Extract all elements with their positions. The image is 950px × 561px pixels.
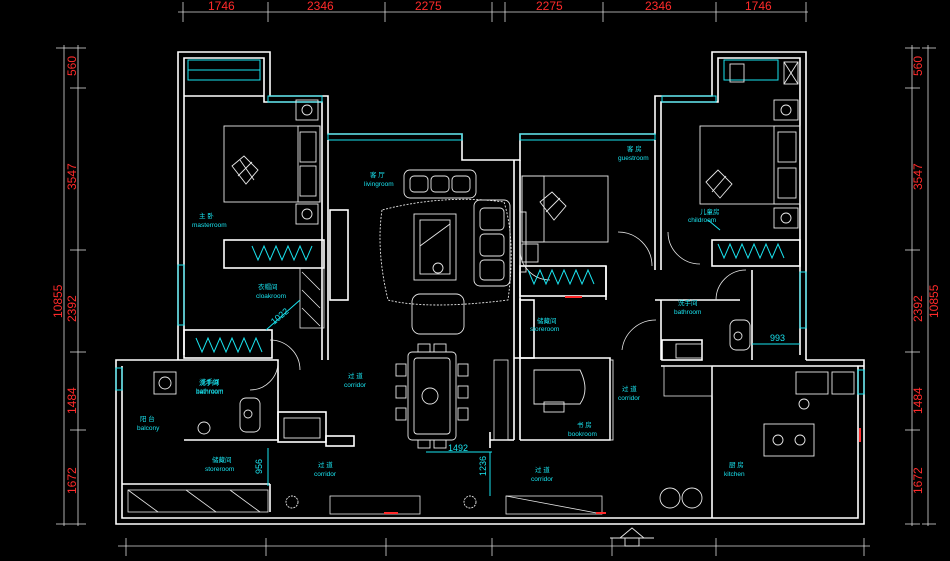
- dim-inner-bath-r: 993: [770, 333, 785, 343]
- dim-top-2: 2346: [307, 0, 334, 13]
- dining-table: [395, 343, 469, 449]
- right-dimension-chain: 560 3547 2392 10855 1484 1672: [905, 45, 941, 526]
- room-label-en-store-l: storeroom: [205, 466, 234, 473]
- dim-right-1: 560: [911, 56, 925, 76]
- room-label-cn-store-l: 储藏间: [212, 455, 232, 464]
- room-label-cn-balcony: 阳 台: [140, 414, 155, 423]
- room-label-cn-corridor-4: 过 道: [535, 465, 550, 474]
- room-label-cn-corridor-3: 过 道: [318, 460, 333, 469]
- dim-top-3: 2275: [415, 0, 442, 13]
- dim-left-4: 1484: [65, 387, 79, 414]
- dim-top-1: 1746: [208, 0, 235, 13]
- master-bed: [223, 99, 321, 225]
- room-label-en-store-r: storeroom: [530, 326, 559, 333]
- study-furniture: [493, 359, 614, 441]
- room-label-cn-bath-l: 洗手间: [199, 378, 219, 387]
- dim-right-total: 10855: [927, 284, 941, 318]
- interior-walls: [122, 95, 864, 518]
- bottom-ticks: [118, 538, 870, 556]
- dim-left-total: 10855: [51, 284, 65, 318]
- guest-bed: [521, 175, 609, 263]
- dim-top-4: 2275: [536, 0, 563, 13]
- room-label-en-master: masterroom: [192, 222, 227, 229]
- room-label-cn-store-r: 储藏间: [537, 316, 557, 325]
- room-label-en-balcony: balcony: [137, 425, 160, 432]
- room-label-cn-cloak: 衣帽间: [258, 282, 278, 291]
- bathroom-fixtures: [153, 319, 751, 439]
- room-labels: 主 卧 masterroom 客 厅 livingroom 客 房 guestr…: [137, 144, 745, 483]
- room-label-cn-kitchen: 厨 房: [729, 460, 744, 469]
- kitchen-furniture: [659, 371, 855, 509]
- inner-dimension-lines: [265, 219, 800, 496]
- dim-right-3: 2392: [911, 295, 925, 322]
- room-label-en-child: childroom: [688, 217, 716, 224]
- dim-top-6: 1746: [745, 0, 772, 13]
- room-label-en-corridor-2: corridor: [618, 395, 641, 402]
- room-label-cn-master: 主 卧: [199, 211, 214, 220]
- wardrobes: [195, 242, 785, 354]
- room-label-en-book: bookroom: [568, 431, 597, 438]
- room-label-en-corridor-4: corridor: [531, 476, 554, 483]
- room-label-cn-bath-3: 洗手间: [200, 377, 220, 386]
- room-label-en-bath-3: bathroom: [196, 388, 223, 395]
- room-label-cn-book: 书 房: [577, 420, 592, 429]
- bottom-cabinets: [127, 489, 603, 515]
- room-label-en-bath-r: bathroom: [674, 309, 701, 316]
- dim-left-3: 2392: [65, 295, 79, 322]
- dim-right-4: 1484: [911, 387, 925, 414]
- dim-left-5: 1672: [65, 467, 79, 494]
- room-label-cn-guest: 客 房: [627, 144, 642, 153]
- dim-inner-dining: 1492: [448, 443, 468, 453]
- red-markers: [384, 296, 861, 514]
- child-bed: [699, 61, 801, 229]
- dim-top-5: 2346: [645, 0, 672, 13]
- room-label-cn-bath-r: 洗手间: [678, 298, 698, 307]
- room-label-en-living: livingroom: [364, 181, 394, 188]
- room-label-cn-corridor-2: 过 道: [622, 384, 637, 393]
- left-dimension-chain: 560 3547 10855 2392 1484 1672: [51, 45, 86, 526]
- dim-right-5: 1672: [911, 467, 925, 494]
- entry-arrow-icon: [610, 527, 654, 547]
- room-label-cn-corridor-1: 过 道: [348, 371, 363, 380]
- room-label-en-guest: guestroom: [618, 155, 649, 162]
- dim-inner-cloak: 1022: [269, 306, 291, 327]
- room-label-cn-child: 儿童房: [700, 207, 720, 216]
- living-room-furniture: [379, 169, 527, 335]
- room-label-en-corridor-3: corridor: [314, 471, 337, 478]
- dim-left-1: 560: [65, 56, 79, 76]
- room-label-en-corridor-1: corridor: [344, 382, 367, 389]
- room-label-en-cloak: cloakroom: [256, 293, 286, 300]
- top-dimension-chain: 1746 2346 2275 2275 2346 1746: [178, 0, 808, 22]
- dim-right-2: 3547: [911, 163, 925, 190]
- room-label-en-bath-l: bathroom: [196, 389, 223, 396]
- outer-walls: [115, 51, 865, 525]
- dim-inner-store-l: 956: [254, 459, 264, 474]
- dim-left-2: 3547: [65, 163, 79, 190]
- room-label-cn-living: 客 厅: [370, 170, 385, 179]
- dim-inner-corridor: 1236: [478, 456, 488, 476]
- room-label-en-kitchen: kitchen: [724, 471, 745, 478]
